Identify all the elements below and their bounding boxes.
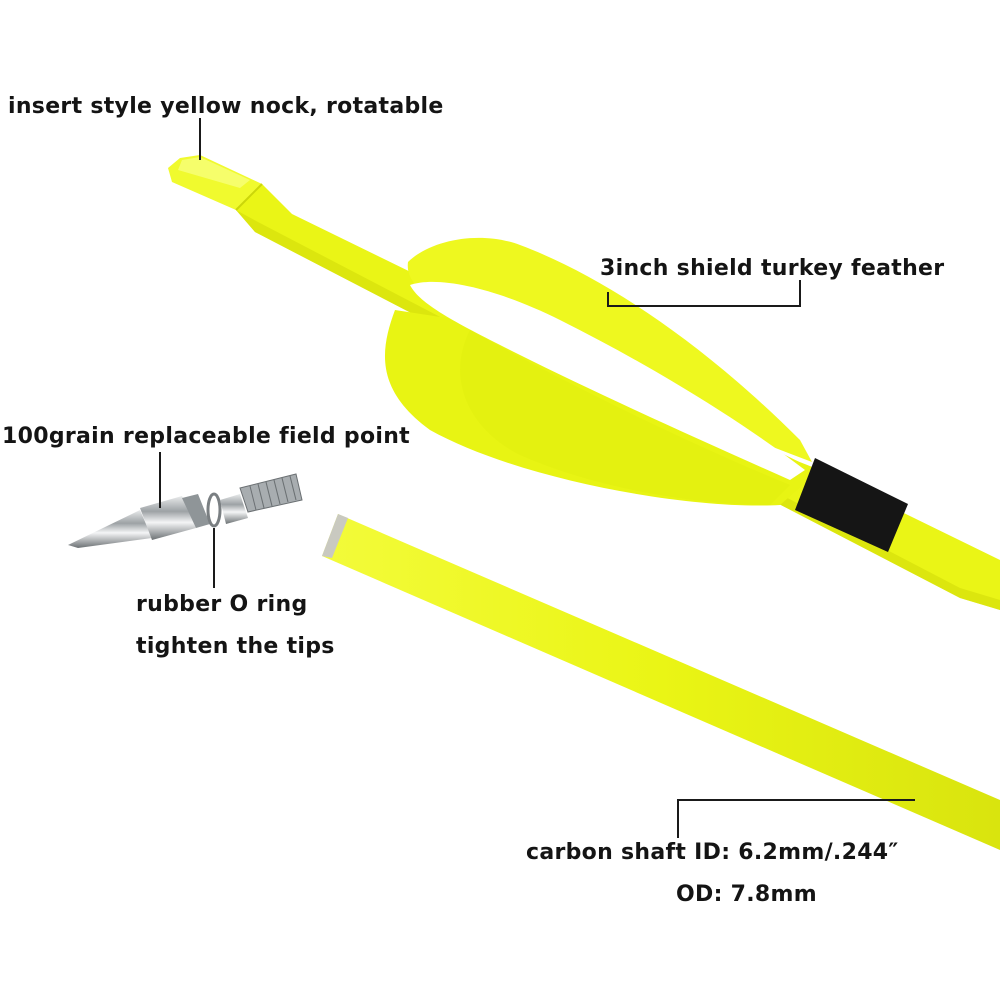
nock-seam [235,183,263,211]
nock-highlight [178,157,250,188]
upper-arrow [168,155,1000,610]
lower-shaft [322,514,1000,850]
shaft-leader [677,799,915,838]
shaft-label-line1: carbon shaft ID: 6.2mm/.244″ [526,840,899,865]
feather-white-vane [410,281,805,480]
field-point-body [140,496,196,540]
field-point-tip [68,510,152,548]
lower-shaft-body [322,514,1000,850]
field-point-collar [182,494,210,528]
feather-front [460,330,790,505]
leader-lines [159,118,915,838]
feather-label: 3inch shield turkey feather [600,256,945,281]
cresting-wrap [795,458,908,552]
o-ring-label-line1: rubber O ring [136,592,308,617]
o-ring [206,492,222,528]
field-point-thread [239,473,303,513]
field-point-label: 100grain replaceable field point [2,424,410,449]
lower-shaft-end [322,514,348,558]
feather-leader [607,280,801,307]
o-ring-label-line2: tighten the tips [136,634,335,659]
nock-label: insert style yellow nock, rotatable [8,94,444,119]
shaft-label-line2: OD: 7.8mm [676,882,817,907]
field-point [68,473,303,548]
field-point-shank [220,494,248,524]
